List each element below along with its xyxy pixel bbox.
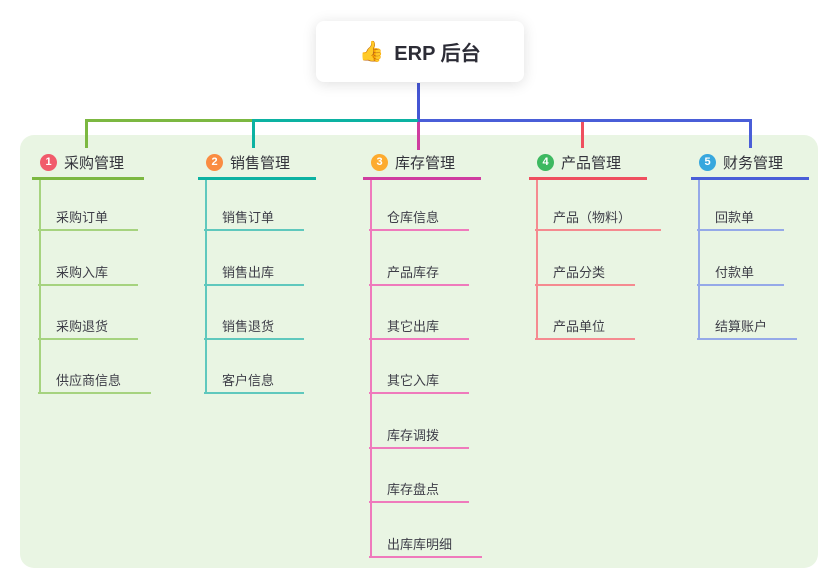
root-node-label: ERP 后台: [394, 43, 481, 65]
child-node[interactable]: 产品（物料）: [535, 207, 662, 231]
connector-horizontal-branch1: [85, 119, 252, 122]
branch-label: 采购管理: [64, 155, 125, 172]
child-node[interactable]: 供应商信息: [38, 370, 152, 394]
connector-drop-branch3: [417, 122, 420, 150]
branch-node-sales-management[interactable]: 2 销售管理: [198, 148, 316, 180]
branch-number-badge: 3: [371, 154, 388, 171]
child-node[interactable]: 回款单: [697, 207, 785, 231]
branch3-trunk-line: [370, 180, 372, 558]
child-node[interactable]: 其它入库: [369, 370, 470, 394]
connector-drop-branch1: [85, 121, 88, 148]
branch-label: 财务管理: [723, 155, 784, 172]
child-node[interactable]: 销售订单: [204, 207, 305, 231]
connector-root-drop: [417, 83, 420, 119]
child-node[interactable]: 出库库明细: [369, 534, 483, 558]
child-node[interactable]: 产品单位: [535, 316, 636, 340]
child-node[interactable]: 产品分类: [535, 262, 636, 286]
child-node[interactable]: 库存调拨: [369, 425, 470, 449]
child-node[interactable]: 采购订单: [38, 207, 139, 231]
mindmap-canvas-panel: [20, 135, 818, 568]
branch-number-badge: 2: [206, 154, 223, 171]
branch-label: 产品管理: [561, 155, 622, 172]
connector-drop-branch2: [252, 121, 255, 148]
branch2-trunk-line: [205, 180, 207, 394]
branch-label: 销售管理: [230, 155, 291, 172]
child-node[interactable]: 产品库存: [369, 262, 470, 286]
branch-number-badge: 5: [699, 154, 716, 171]
connector-drop-branch5: [749, 121, 752, 148]
connector-horizontal-branch2: [252, 119, 418, 122]
thumbs-up-icon: 👍: [359, 41, 385, 63]
branch5-trunk-line: [698, 180, 700, 340]
child-node[interactable]: 采购入库: [38, 262, 139, 286]
child-node[interactable]: 其它出库: [369, 316, 470, 340]
root-node-erp[interactable]: 👍 ERP 后台: [316, 21, 524, 82]
child-node[interactable]: 付款单: [697, 262, 785, 286]
child-node[interactable]: 客户信息: [204, 370, 305, 394]
child-node[interactable]: 销售出库: [204, 262, 305, 286]
branch-label: 库存管理: [395, 155, 456, 172]
branch-node-product-management[interactable]: 4 产品管理: [529, 148, 647, 180]
child-node[interactable]: 结算账户: [697, 316, 798, 340]
child-node[interactable]: 仓库信息: [369, 207, 470, 231]
child-node[interactable]: 采购退货: [38, 316, 139, 340]
branch-number-badge: 4: [537, 154, 554, 171]
child-node[interactable]: 销售退货: [204, 316, 305, 340]
branch-node-purchase-management[interactable]: 1 采购管理: [32, 148, 144, 180]
child-node[interactable]: 库存盘点: [369, 479, 470, 503]
connector-drop-branch4: [581, 122, 584, 148]
branch-number-badge: 1: [40, 154, 57, 171]
branch-node-inventory-management[interactable]: 3 库存管理: [363, 148, 481, 180]
branch1-trunk-line: [39, 180, 41, 394]
branch-node-finance-management[interactable]: 5 财务管理: [691, 148, 809, 180]
branch4-trunk-line: [536, 180, 538, 340]
connector-horizontal-branch5: [418, 119, 752, 122]
